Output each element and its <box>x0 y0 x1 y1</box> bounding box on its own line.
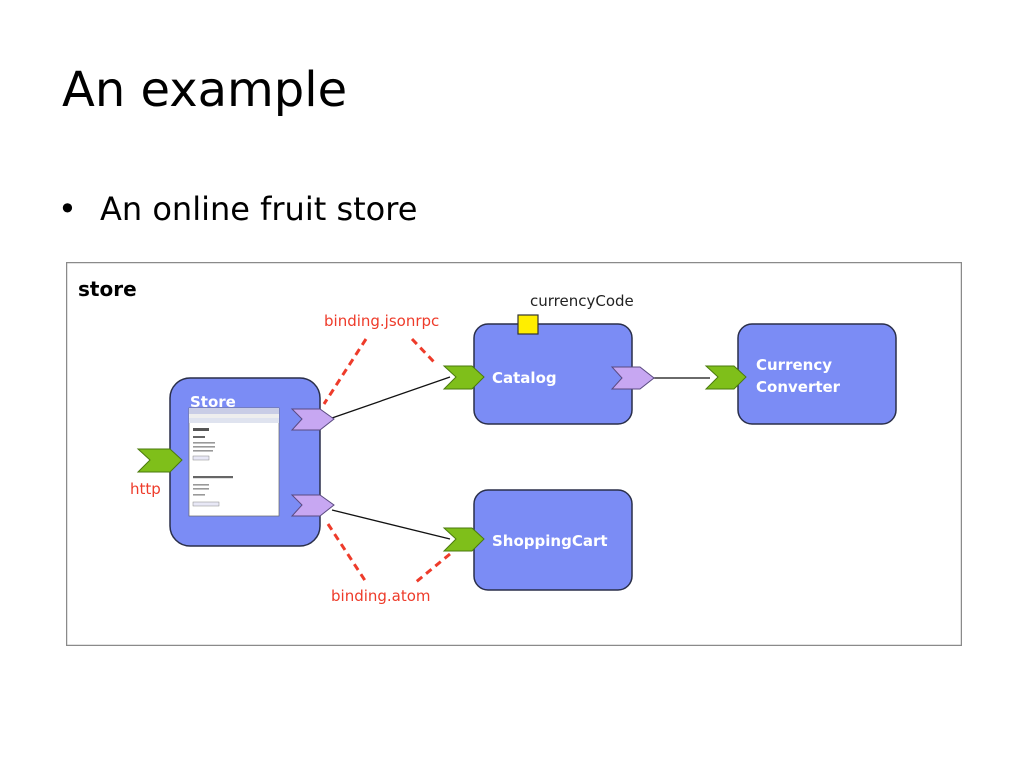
binding-jsonrpc-connector-right <box>410 337 436 364</box>
binding-jsonrpc-connector-left <box>322 338 368 405</box>
currency-converter-component[interactable] <box>737 323 897 425</box>
currency-converter-label-line1: Currency <box>756 356 832 374</box>
catalog-currency-reference[interactable] <box>610 366 655 390</box>
store-http-service[interactable] <box>136 448 183 473</box>
currency-code-property[interactable] <box>517 314 539 335</box>
currency-converter-label-line2: Converter <box>756 378 841 396</box>
composite-label: store <box>78 277 137 301</box>
binding-atom-label: binding.atom <box>331 587 431 605</box>
bullet-item: • An online fruit store <box>58 190 417 228</box>
wire-store-cart <box>331 509 451 540</box>
wire-store-catalog <box>331 376 451 419</box>
bullet-dot: • <box>58 190 77 228</box>
store-composite-diagram: store Catalog ShoppingCart Currency Conv… <box>66 262 962 646</box>
catalog-label: Catalog <box>492 369 557 387</box>
http-binding-label: http <box>130 480 161 498</box>
currency-code-property-label: currencyCode <box>530 292 634 310</box>
store-cart-reference[interactable] <box>290 494 335 517</box>
shopping-cart-label: ShoppingCart <box>492 532 608 550</box>
binding-atom-connector-right <box>415 552 451 584</box>
shopping-cart-service[interactable] <box>442 527 485 552</box>
binding-jsonrpc-label: binding.jsonrpc <box>324 312 439 330</box>
catalog-service[interactable] <box>442 365 485 390</box>
store-label: Store <box>190 393 236 411</box>
slide-title: An example <box>62 62 348 118</box>
store-catalog-reference[interactable] <box>290 408 335 431</box>
currency-converter-service[interactable] <box>704 365 747 390</box>
store-browser-screenshot <box>188 407 280 517</box>
bullet-text: An online fruit store <box>100 190 418 228</box>
